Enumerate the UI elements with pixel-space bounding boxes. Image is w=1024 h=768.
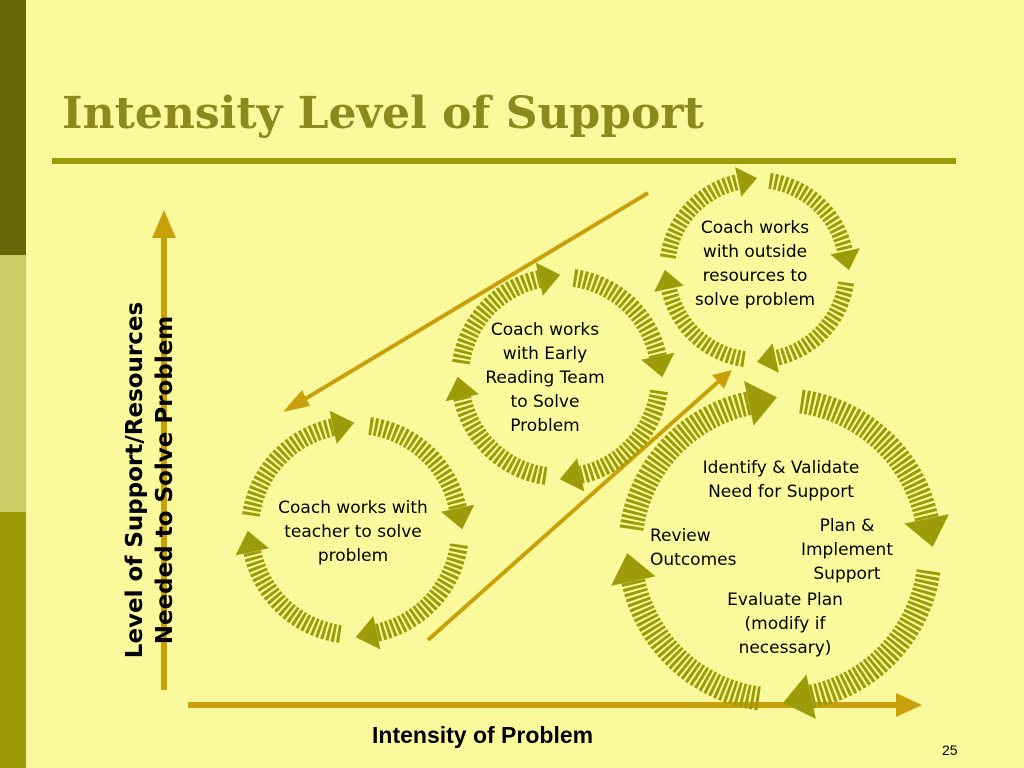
step-identify-validate: Identify & Validate Need for Support [702,458,860,502]
cycle-arc-segment [452,270,542,365]
cycle-arc-segment [243,549,342,643]
step-review-outcomes: Review Outcomes [650,526,737,570]
cycle-arrowhead [830,248,860,271]
step-evaluate-plan: Evaluate Plan (modify if necessary) [727,590,843,658]
cycle-arc-segment [578,389,668,484]
cycle-label-teacher: Coach works with teacher to solve proble… [278,498,428,566]
y-axis-arrow [152,210,176,690]
cycle-label-reading-team: Coach works with Early Reading Team to S… [485,320,605,436]
cycle-arrowhead [904,514,949,547]
cycle-arc-segment [808,568,941,709]
cycle-arrowhead [735,167,758,197]
title-underline [52,158,956,164]
cycle-arrowhead [235,530,269,556]
cycle-ring-outside-resources [654,167,860,373]
cycle-ring-reading-team [445,262,675,492]
cycle-arc-segment [619,391,752,532]
cycle-arc-segment [768,172,853,254]
cycle-arc-segment [621,578,762,711]
problem-solving-cycle-ring [611,381,949,719]
page-number: 25 [942,742,958,758]
diagonal-arrow-down-left [283,191,650,412]
cycle-arrowhead [329,410,355,444]
cycle-arrowhead [756,343,779,373]
cycle-arc-segment [572,269,667,359]
cycle-arc-segment [773,281,855,366]
cycle-arrowhead [445,376,479,402]
cycle-arc-segment [242,418,336,517]
cycle-arc-segment [661,286,746,368]
cycle-arrowhead [611,553,656,586]
cycle-arc-segment [368,417,467,511]
y-axis-label: Level of Support/Resources Needed to Sol… [122,301,178,659]
cycle-arrowhead [441,504,475,530]
cycle-arrowhead [535,262,561,296]
cycle-arc-segment [453,395,548,485]
cycle-arrowhead [355,616,381,650]
cycle-arrowhead [559,458,585,492]
sidebar-block-light [0,255,26,512]
cycle-arrowhead [654,269,684,292]
cycle-arrowhead [783,674,816,719]
x-axis-label: Intensity of Problem [372,722,594,748]
step-plan-implement: Plan & Implement Support [800,516,893,584]
cycle-label-outside-resources: Coach works with outside resources to so… [694,218,816,310]
cycle-arc-segment [659,174,741,259]
cycle-arrowhead [744,381,777,426]
slide-title: Intensity Level of Support [62,88,704,139]
cycle-ring-teacher [235,410,475,650]
sidebar-block-mid [0,512,26,768]
sidebar-block-dark [0,0,26,255]
cycle-arc-segment [798,389,939,522]
x-axis-arrow [188,693,922,717]
sidebar-stripe [0,0,26,768]
cycle-arrowhead [641,352,675,378]
diagonal-arrow-up-right [426,370,732,642]
cycle-arc-segment [374,543,468,642]
